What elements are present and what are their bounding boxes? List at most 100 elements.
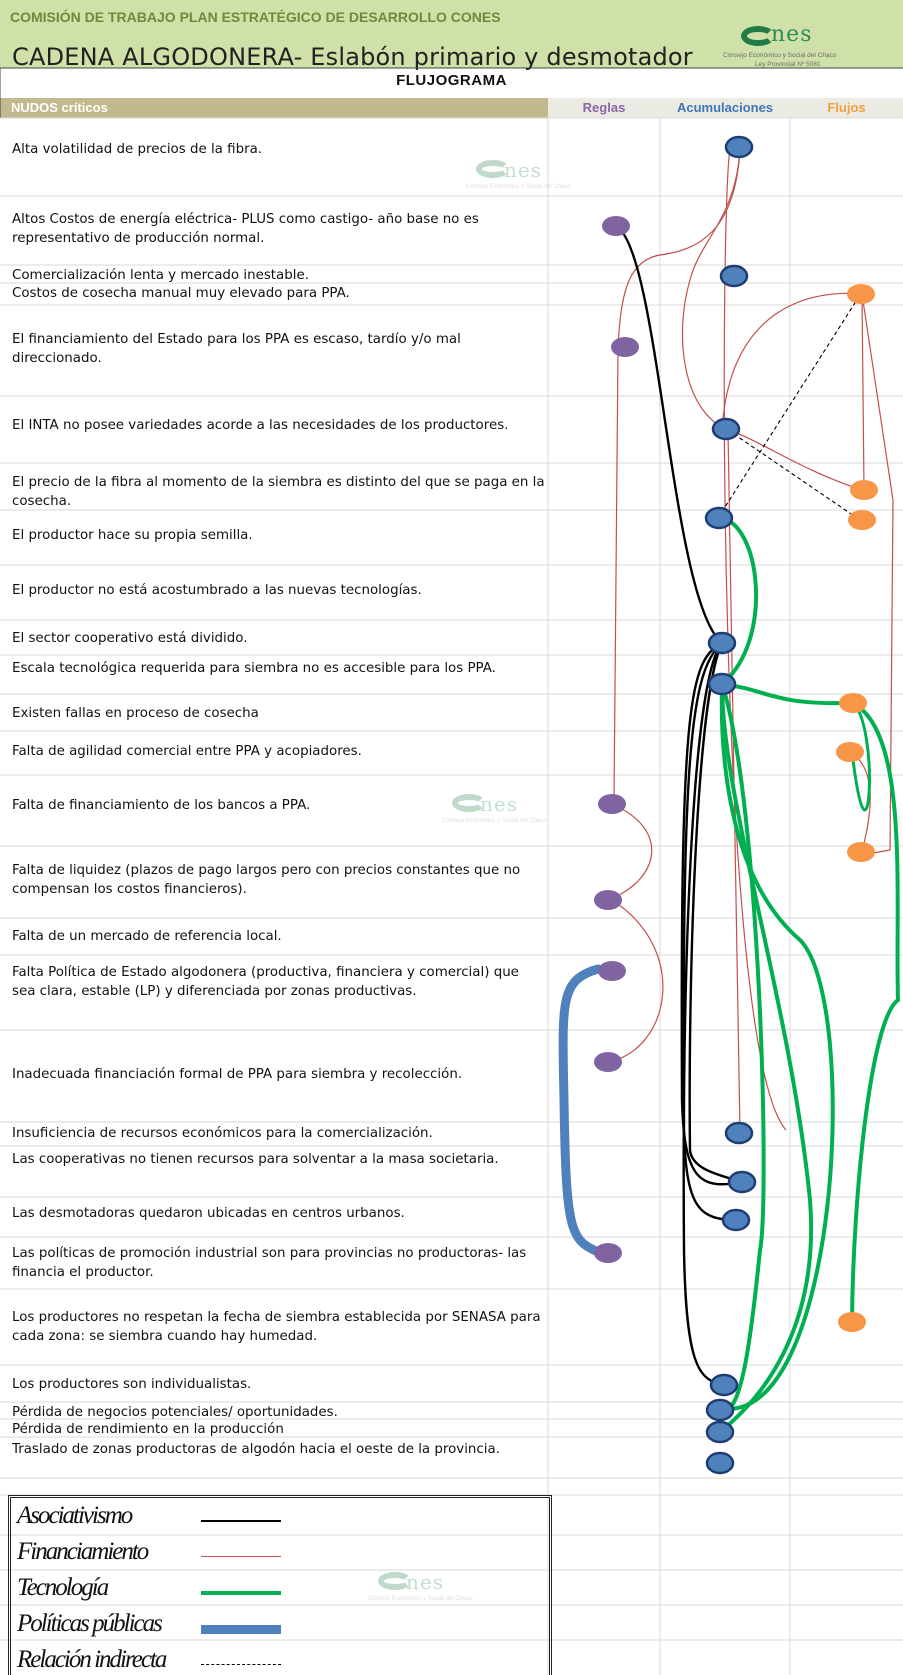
nodes-acumulaciones bbox=[704, 135, 757, 1475]
node-regla bbox=[598, 794, 626, 814]
legend-swatch-indirecta bbox=[201, 1664, 281, 1665]
edge bbox=[850, 701, 901, 1322]
edge bbox=[861, 293, 865, 491]
column-header-acumulaciones: Acumulaciones bbox=[660, 98, 790, 118]
logo-word: nes bbox=[771, 22, 813, 47]
diagram-title: FLUJOGRAMA bbox=[396, 72, 507, 89]
nudo-row: Los productores son individualistas. bbox=[12, 1377, 252, 1392]
logo-subtitle: Consejo Económico y Social del Chaco bbox=[442, 818, 547, 824]
nudo-row: Pérdida de rendimiento en la producción bbox=[12, 1422, 284, 1437]
edge bbox=[680, 641, 743, 1186]
legend-swatch-asociativismo bbox=[201, 1520, 281, 1522]
edge bbox=[721, 682, 853, 706]
node-acumulacion bbox=[704, 506, 734, 530]
logo-subtitle: Consejo Económico y Social del Chaco bbox=[723, 52, 837, 59]
nodes-reglas bbox=[594, 216, 639, 1263]
cones-logo: nes Consejo Económico y Social del Chaco… bbox=[723, 22, 893, 68]
edge bbox=[682, 642, 725, 1387]
edges-indirecta bbox=[717, 294, 861, 521]
nodes-flujos bbox=[836, 284, 878, 1332]
logo-subtitle: Consejo Económico y Social del Chaco bbox=[368, 1596, 473, 1602]
nudo-row: El productor hace su propia semilla. bbox=[12, 528, 253, 543]
cones-watermark: nes Consejo Económico y Social del Chaco bbox=[466, 158, 596, 208]
grid-lines bbox=[0, 67, 903, 1675]
edge bbox=[688, 642, 743, 1184]
node-regla bbox=[594, 890, 622, 910]
edges-politicas bbox=[558, 964, 603, 1257]
legend-swatch-politicas bbox=[201, 1625, 281, 1634]
edges-tecnologia bbox=[718, 516, 901, 1434]
nudo-row: Falta de un mercado de referencia local. bbox=[12, 929, 282, 944]
column-header-reglas: Reglas bbox=[548, 98, 660, 118]
nudo-row: Inadecuada financiación formal de PPA pa… bbox=[12, 1067, 463, 1082]
legend-label-asociativismo: Asociativismo bbox=[17, 1502, 133, 1529]
nudo-row: El INTA no posee variedades acorde a las… bbox=[12, 418, 509, 433]
commission-title: COMISIÓN DE TRABAJO PLAN ESTRATÉGICO DE … bbox=[10, 9, 501, 25]
nudo-row: Los productores no respetan la fecha de … bbox=[12, 1310, 541, 1344]
nudo-row: Comercialización lenta y mercado inestab… bbox=[12, 268, 309, 283]
nudo-row: Falta Política de Estado algodonera (pro… bbox=[12, 965, 519, 999]
nudo-row: Alta volatilidad de precios de la fibra. bbox=[12, 142, 263, 157]
edge bbox=[861, 293, 894, 856]
edge bbox=[682, 642, 739, 1222]
edge bbox=[727, 429, 861, 521]
legend-label-tecnologia: Tecnología bbox=[17, 1574, 109, 1601]
edge bbox=[613, 149, 741, 801]
nudo-row: Falta de agilidad comercial entre PPA y … bbox=[12, 744, 362, 759]
logo-word: nes bbox=[406, 1570, 444, 1594]
node-flujo bbox=[836, 742, 864, 762]
edge bbox=[607, 899, 664, 1063]
edge bbox=[681, 149, 741, 431]
node-acumulacion bbox=[707, 672, 737, 696]
nudo-row: Las desmotadoras quedaron ubicadas en ce… bbox=[12, 1206, 405, 1221]
edge bbox=[719, 683, 766, 1413]
column-header-flujos: Flujos bbox=[790, 98, 903, 118]
logo-subtitle: Consejo Económico y Social del Chaco bbox=[466, 184, 571, 190]
logo-c-icon bbox=[452, 794, 486, 812]
node-flujo bbox=[839, 693, 867, 713]
node-flujo bbox=[848, 510, 876, 530]
edge bbox=[850, 701, 871, 812]
node-flujo bbox=[850, 480, 878, 500]
node-acumulacion bbox=[719, 264, 749, 288]
edge bbox=[607, 804, 653, 901]
logo-word: nes bbox=[504, 158, 542, 182]
edge bbox=[718, 516, 759, 686]
edge bbox=[717, 294, 861, 519]
logo-c-icon bbox=[476, 160, 510, 178]
nudo-row: Pérdida de negocios potenciales/ oportun… bbox=[12, 1405, 338, 1420]
node-acumulacion bbox=[724, 1121, 754, 1145]
edge bbox=[718, 683, 814, 1434]
node-acumulacion bbox=[724, 135, 754, 159]
node-acumulacion bbox=[705, 1420, 735, 1444]
node-regla bbox=[594, 1243, 622, 1263]
cones-watermark: nes Consejo Económico y Social del Chaco bbox=[368, 1570, 498, 1620]
nudo-row: El productor no está acostumbrado a las … bbox=[12, 583, 422, 598]
node-acumulacion bbox=[705, 1451, 735, 1475]
legend-label-indirecta: Relación indirecta bbox=[17, 1646, 167, 1673]
legend-swatch-tecnologia bbox=[201, 1591, 281, 1595]
edge bbox=[727, 429, 863, 491]
node-flujo bbox=[847, 842, 875, 862]
node-acumulacion bbox=[709, 1373, 739, 1397]
logo-word: nes bbox=[480, 792, 518, 816]
nudo-row: El precio de la fibra al momento de la s… bbox=[12, 475, 545, 509]
edge bbox=[719, 683, 835, 1411]
nudo-row: El sector cooperativo está dividido. bbox=[12, 631, 248, 646]
node-acumulacion bbox=[711, 417, 741, 441]
nudo-row: Las políticas de promoción industrial so… bbox=[12, 1246, 527, 1280]
nudo-row: Falta de financiamiento de los bancos a … bbox=[12, 798, 311, 813]
edge bbox=[558, 964, 603, 1257]
node-acumulacion bbox=[707, 631, 737, 655]
node-regla bbox=[598, 961, 626, 981]
node-regla bbox=[594, 1052, 622, 1072]
edge bbox=[721, 292, 863, 431]
node-acumulacion bbox=[727, 1170, 757, 1194]
edge bbox=[615, 224, 723, 644]
nudo-row: Insuficiencia de recursos económicos par… bbox=[12, 1126, 433, 1141]
node-acumulacion bbox=[721, 1208, 751, 1232]
document-header: COMISIÓN DE TRABAJO PLAN ESTRATÉGICO DE … bbox=[0, 0, 903, 71]
cones-watermark: nes Consejo Económico y Social del Chaco bbox=[442, 792, 572, 842]
node-acumulacion bbox=[705, 1398, 735, 1422]
